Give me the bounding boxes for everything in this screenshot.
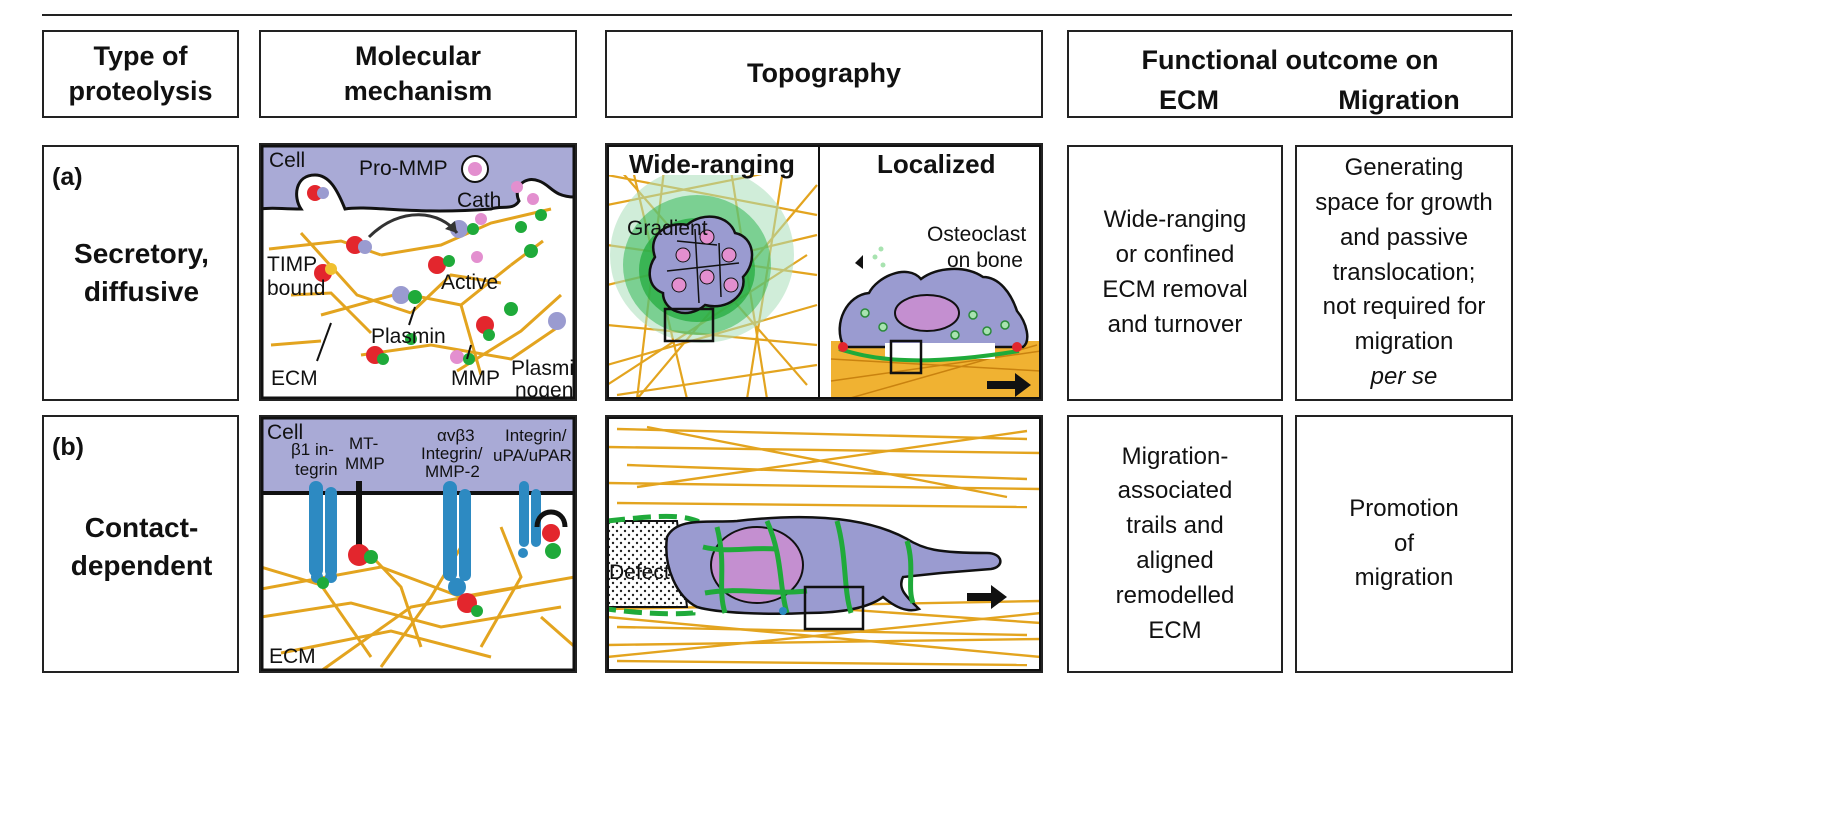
header-type-text: Type of proteolysis: [68, 40, 213, 106]
topo-a-osteoclast-label: Osteoclast: [927, 223, 1026, 246]
header-outcome-migration: Migration: [1338, 85, 1460, 116]
mech-b-ecm-label: ECM: [269, 645, 316, 668]
row-a-migration-outcome: Generating space for growth and passive …: [1295, 145, 1513, 401]
row-a-mechanism-panel: Cell Pro-MMP Cath TIMP bound Active Plas…: [259, 143, 577, 401]
row-a-topography-panel: Wide-ranging Gradient Localized Osteocla…: [605, 143, 1043, 401]
row-b-ecm-outcome-text: Migration-associated trails and aligned …: [1115, 442, 1235, 644]
row-b-migration-outcome-text: Promotion of migration: [1349, 494, 1459, 592]
mech-a-promm-label: Pro-MMP: [359, 157, 448, 180]
row-b-type-cell: (b) Contact-dependent: [42, 415, 239, 673]
mech-b-av2-label: Integrin/: [421, 444, 483, 463]
mech-b-mt1-label: MT-: [349, 434, 378, 453]
top-rule: [42, 14, 1512, 16]
row-a-type-cell: (a) Secretory, diffusive: [42, 145, 239, 401]
topo-a-localized-label: Localized: [877, 149, 995, 179]
mech-a-plasmi-label: Plasmi-: [511, 357, 575, 380]
row-b-topography-panel: Defect: [605, 415, 1043, 673]
topo-a-gradient-label: Gradient: [627, 217, 708, 240]
row-b-ecm-outcome: Migration-associated trails and aligned …: [1067, 415, 1283, 673]
mech-a-active-label: Active: [441, 271, 498, 294]
mech-b-av3-label: MMP-2: [425, 462, 480, 481]
topo-b-defect-label: Defect: [609, 561, 670, 584]
row-b-migration-outcome: Promotion of migration: [1295, 415, 1513, 673]
mech-b-av1-label: αvβ3: [437, 426, 475, 445]
mech-b-cell-label: Cell: [267, 421, 303, 444]
mech-a-cath-label: Cath: [457, 189, 501, 212]
row-a-migration-outcome-text: Generating space for growth and passive …: [1315, 154, 1493, 356]
mechanism-a-diagram: Cell Pro-MMP Cath TIMP bound Active Plas…: [261, 145, 575, 399]
topo-a-wide-label: Wide-ranging: [629, 149, 795, 179]
mech-a-ecm-label: ECM: [271, 367, 318, 390]
mech-a-timp-label: TIMP: [267, 253, 317, 276]
mech-a-cell-label: Cell: [269, 149, 305, 172]
topo-a-onbone-label: on bone: [947, 249, 1023, 272]
header-mechanism-text: Molecular mechanism: [343, 40, 493, 106]
topography-b-diagram: Defect: [607, 417, 1041, 671]
header-mechanism: Molecular mechanism: [259, 30, 577, 118]
mech-a-plasmin-label: Plasmin: [371, 325, 446, 348]
row-b-mechanism-panel: Cell β1 in- tegrin MT- MMP αvβ3 Integrin…: [259, 415, 577, 673]
topography-a-diagram: Wide-ranging Gradient Localized Osteocla…: [607, 145, 1041, 399]
mech-a-nogen-label: nogen: [515, 379, 573, 399]
mech-b-mt2-label: MMP: [345, 454, 385, 473]
mech-b-b1b-label: tegrin: [295, 460, 338, 479]
header-type: Type of proteolysis: [42, 30, 239, 118]
header-outcome-title: Functional outcome on: [1141, 45, 1439, 76]
mech-a-mmp-label: MMP: [451, 367, 500, 390]
row-a-migration-outcome-italic: per se: [1370, 362, 1438, 390]
row-a-label: Secretory, diffusive: [74, 238, 209, 307]
header-outcome: Functional outcome on ECM Migration: [1067, 30, 1513, 118]
header-topography: Topography: [605, 30, 1043, 118]
mech-a-bound-label: bound: [267, 277, 325, 300]
row-a-tag: (a): [52, 163, 83, 191]
mech-b-b1a-label: β1 in-: [291, 440, 334, 459]
header-outcome-ecm: ECM: [1159, 85, 1219, 116]
row-a-ecm-outcome-text: Wide-ranging or confined ECM removal and…: [1102, 206, 1248, 338]
row-a-ecm-outcome: Wide-ranging or confined ECM removal and…: [1067, 145, 1283, 401]
mech-b-up2-label: uPA/uPAR: [493, 446, 572, 465]
row-b-label: Contact-dependent: [70, 512, 213, 581]
row-b-tag: (b): [52, 433, 84, 461]
header-topography-text: Topography: [747, 58, 901, 89]
mechanism-b-diagram: Cell β1 in- tegrin MT- MMP αvβ3 Integrin…: [261, 417, 575, 671]
mech-b-up1-label: Integrin/: [505, 426, 567, 445]
